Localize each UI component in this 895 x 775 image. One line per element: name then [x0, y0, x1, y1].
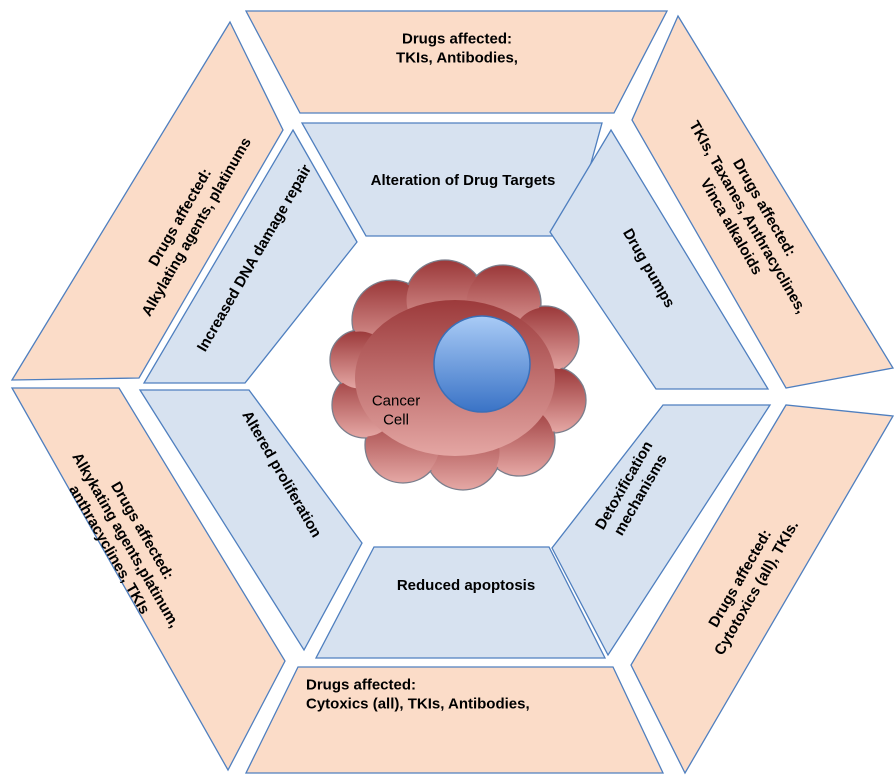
mechanism-label-top: Alteration of Drug Targets	[371, 172, 556, 189]
drugs-panel-bottom-right	[630, 404, 895, 775]
drugs-label-bottom: Drugs affected: Cytoxics (all), TKIs, Ant…	[306, 677, 530, 713]
cancer-cell-text-line: Cell	[383, 412, 409, 429]
cancer-cell-text-line: Cancer	[372, 393, 420, 410]
drugs-panel-bottom	[244, 666, 665, 774]
mechanism-label-bottom: Reduced apoptosis	[397, 577, 535, 594]
drugs-label-top-line: Drugs affected:	[402, 31, 512, 48]
drugs-panel-top-left	[10, 20, 284, 381]
mechanism-panel-top-right	[549, 128, 770, 390]
cancer-cell-nucleus	[433, 315, 531, 413]
drugs-label-top: Drugs affected: TKIs, Antibodies,	[396, 31, 518, 67]
mechanism-panel-bottom	[314, 546, 607, 659]
mechanism-label-bottom-line: Reduced apoptosis	[397, 577, 535, 594]
cancer-cell	[329, 259, 587, 491]
drugs-panel-top	[244, 10, 669, 114]
drugs-label-top-line: TKIs, Antibodies,	[396, 50, 518, 67]
drugs-label-bottom-line: Cytoxics (all), TKIs, Antibodies,	[306, 696, 530, 713]
drugs-panel-bottom-left	[10, 387, 286, 772]
mechanism-panel-bottom-left	[138, 389, 363, 652]
mechanism-label-top-line: Alteration of Drug Targets	[371, 172, 556, 189]
drugs-label-bottom-line: Drugs affected:	[306, 677, 416, 694]
mechanism-panel-bottom-right	[551, 404, 772, 657]
drugs-panel-top-right	[631, 14, 895, 389]
mechanism-panel-top-left	[142, 128, 358, 384]
